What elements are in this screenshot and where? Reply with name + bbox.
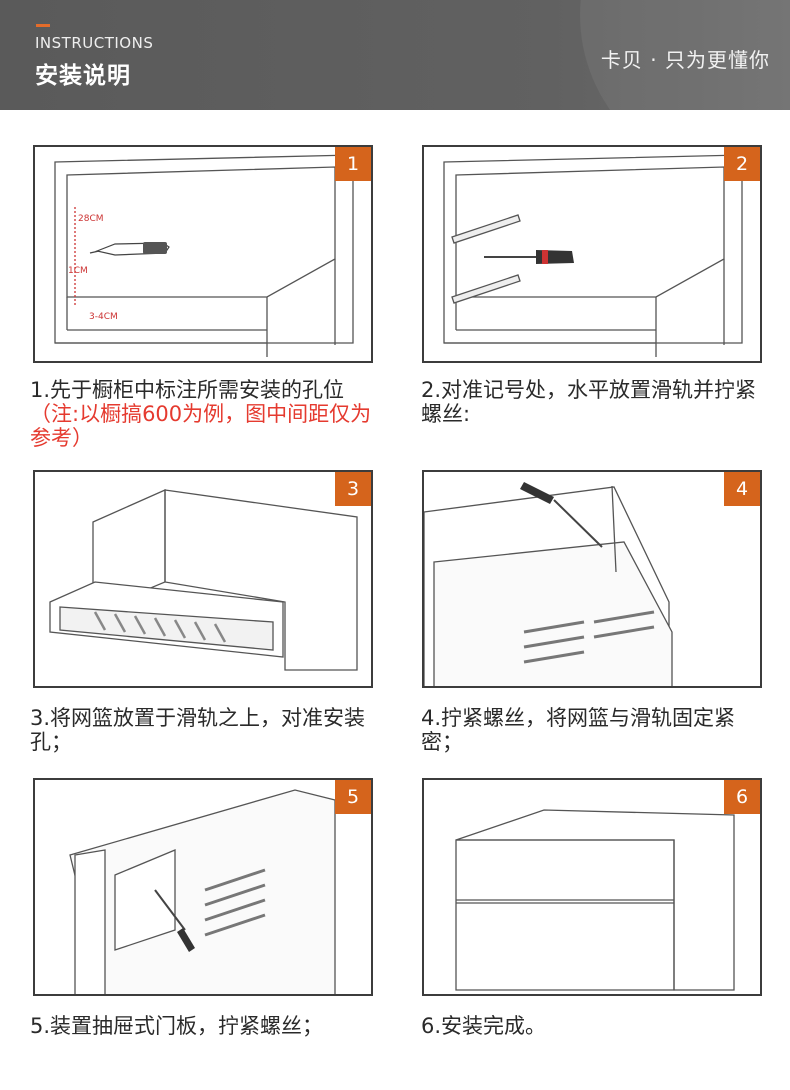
header-en-title: INSTRUCTIONS (35, 34, 154, 52)
step-1-number: 1 (335, 147, 371, 181)
step-5-illustration: 5 (33, 778, 373, 996)
basket-slots (204, 868, 266, 937)
screwdriver-icon (154, 889, 195, 952)
basket-placement-drawing (49, 488, 358, 671)
step-1-caption: 1.先于橱柜中标注所需安装的孔位（注:以橱搞600为例，图中间距仅为参考） (30, 378, 382, 450)
step-6-number: 6 (724, 780, 760, 814)
step-2-number: 2 (724, 147, 760, 181)
step-1-text: 1.先于橱柜中标注所需安装的孔位 (30, 378, 345, 402)
accent-bar (36, 24, 50, 27)
step-2-illustration: 2 (422, 145, 762, 363)
basket-mesh (93, 611, 227, 643)
header-zh-title: 安装说明 (35, 63, 131, 89)
step-4-number: 4 (724, 472, 760, 506)
step-2-caption: 2.对准记号处，水平放置滑轨并拧紧螺丝: (421, 378, 757, 426)
finished-drawer-drawing (455, 809, 735, 991)
header-banner: INSTRUCTIONS 安装说明 卡贝 · 只为更懂你 (0, 0, 790, 110)
measure-1cm: 1CM (68, 266, 88, 276)
screwdriver-icon (520, 482, 603, 548)
measure-28cm: 28CM (78, 214, 104, 224)
header-slogan: 卡贝 · 只为更懂你 (600, 48, 770, 72)
step-1-note: （注:以橱搞600为例，图中间距仅为参考） (30, 402, 372, 450)
step-4-caption: 4.拧紧螺丝，将网篮与滑轨固定紧密； (421, 706, 736, 754)
step-1-illustration: 28CM 1CM 3-4CM 1 (33, 145, 373, 363)
step-4-illustration: 4 (422, 470, 762, 688)
door-panel-drawing (69, 789, 336, 994)
cabinet-marking-drawing: 28CM 1CM 3-4CM (54, 154, 354, 357)
basket-fastening-drawing (424, 482, 673, 686)
measure-3-4cm: 3-4CM (89, 312, 118, 322)
step-3-illustration: 3 (33, 470, 373, 688)
step-3-caption: 3.将网篮放置于滑轨之上，对准安装孔； (30, 706, 366, 754)
header-decoration (580, 0, 790, 110)
step-6-caption: 6.安装完成。 (421, 1014, 547, 1038)
rail-install-drawing (443, 154, 743, 357)
marker-pen-icon (89, 242, 170, 256)
step-6-illustration: 6 (422, 778, 762, 996)
step-3-number: 3 (335, 472, 371, 506)
screwdriver-icon (484, 250, 574, 264)
step-5-caption: 5.装置抽屉式门板，拧紧螺丝； (30, 1014, 324, 1038)
step-5-number: 5 (335, 780, 371, 814)
basket-slots (523, 610, 655, 664)
